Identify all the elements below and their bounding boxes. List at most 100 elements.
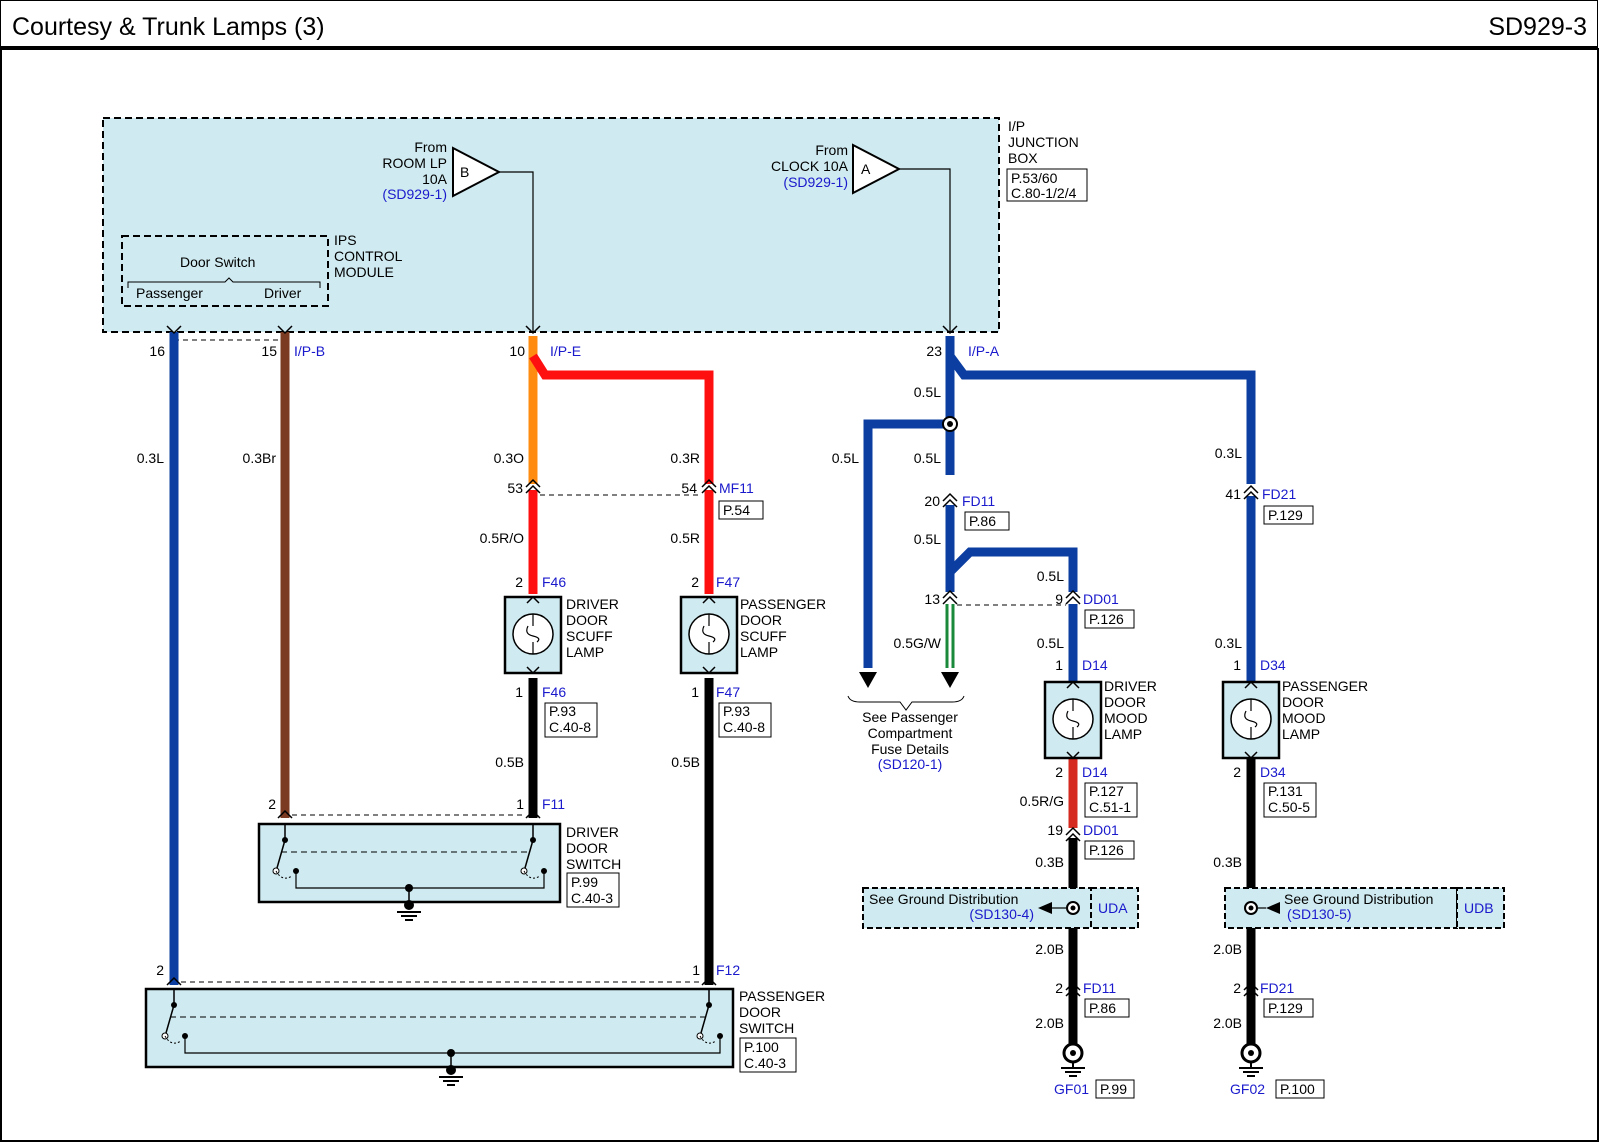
junction-box-label-3: BOX [1008, 150, 1038, 166]
wire-05l-fuse [863, 419, 950, 668]
pin-13: 13 [924, 591, 940, 607]
pin-1-d14: 1 [1055, 657, 1063, 673]
connector-dd01: DD01 [1083, 591, 1119, 607]
wire-label-05gw: 0.5G/W [894, 635, 942, 651]
wire-label-05l-f: 0.5L [1037, 635, 1064, 651]
fuse-brace [847, 695, 965, 711]
connector-f47-bottom: F47 [716, 684, 740, 700]
pin-20: 20 [924, 493, 940, 509]
passenger-scuff-lamp [679, 595, 739, 675]
gf01-ref-box [1095, 1079, 1135, 1099]
source-a-from-1: From [815, 142, 848, 158]
wire-label-03b-b: 0.3B [1213, 854, 1242, 870]
dd01-ref-box-top [1084, 609, 1135, 629]
pin-2-d14: 2 [1055, 764, 1063, 780]
f46-ref-box [544, 702, 598, 738]
passenger-switch-label-3: SWITCH [739, 1020, 794, 1036]
driver-scuff-lamp [503, 595, 563, 675]
wire-label-05l-e: 0.5L [1037, 568, 1064, 584]
ground-gf02-ref: P.100 [1280, 1081, 1315, 1097]
fd21-ref-bottom: P.129 [1268, 1000, 1303, 1016]
door-switch-brace [127, 277, 321, 288]
pin-23: 23 [926, 343, 942, 359]
driver-switch-label-1: DRIVER [566, 824, 619, 840]
d34-ref-1: P.131 [1268, 783, 1303, 799]
fd11-ref: P.86 [969, 513, 996, 529]
fuse-note-3: Fuse Details [871, 741, 949, 757]
fd11-ref-box-bottom [1084, 998, 1130, 1018]
wire-label-20b-a: 2.0B [1035, 941, 1064, 957]
wire-label-05l-b: 0.5L [832, 450, 859, 466]
wire-label-05b-passenger: 0.5B [671, 754, 700, 770]
pin-2-f12: 2 [156, 962, 164, 978]
ground-gf02-symbol [1239, 1042, 1263, 1077]
udb-ref: (SD130-5) [1287, 906, 1352, 922]
driver-switch-ref-box [566, 872, 620, 908]
pin-9: 9 [1055, 591, 1063, 607]
ground-symbol-driver-switch [397, 900, 421, 921]
junction-box-ref-box [1006, 168, 1088, 202]
udb-tag: UDB [1464, 900, 1494, 916]
passenger-switch-ref-1: P.100 [744, 1039, 779, 1055]
gf02-ref-box [1275, 1079, 1325, 1099]
source-b-letter: B [460, 164, 469, 180]
ips-label-3: MODULE [334, 264, 394, 280]
passenger-mood-label-3: MOOD [1282, 710, 1326, 726]
pin-1-f46: 1 [515, 684, 523, 700]
source-a-from-2: CLOCK 10A [771, 158, 849, 174]
pin-2-d34: 2 [1233, 764, 1241, 780]
passenger-switch-ref-box [739, 1037, 797, 1073]
driver-scuff-label-2: DOOR [566, 612, 608, 628]
pin-1-d34: 1 [1233, 657, 1241, 673]
junction-box-label-2: JUNCTION [1008, 134, 1079, 150]
diagram-title: Courtesy & Trunk Lamps (3) [12, 13, 325, 41]
wire-label-05l-a: 0.5L [914, 384, 941, 400]
passenger-scuff-label-2: DOOR [740, 612, 782, 628]
driver-scuff-label-4: LAMP [566, 644, 604, 660]
wire-label-03l-left: 0.3L [137, 450, 164, 466]
udb-text: See Ground Distribution [1284, 891, 1433, 907]
dd01-ref-top: P.126 [1089, 611, 1124, 627]
ips-label-1: IPS [334, 232, 357, 248]
uda-tag-box [1090, 887, 1139, 929]
connector-d34-bottom: D34 [1260, 764, 1286, 780]
ips-control-module [121, 235, 329, 307]
connector-ipb: I/P-B [294, 343, 325, 359]
pin-15: 15 [261, 343, 277, 359]
passenger-switch-ref-2: C.40-3 [744, 1055, 786, 1071]
diagram-code: SD929-3 [1488, 13, 1587, 41]
connector-f46-top: F46 [542, 574, 566, 590]
pin-2-f46: 2 [515, 574, 523, 590]
uda-text: See Ground Distribution [869, 891, 1018, 907]
driver-scuff-label-3: SCUFF [566, 628, 613, 644]
wire-03r [529, 353, 714, 484]
connector-d14-top: D14 [1082, 657, 1108, 673]
passenger-switch-label-2: DOOR [739, 1004, 781, 1020]
pin-53: 53 [507, 480, 523, 496]
wire-label-03l-c: 0.3L [1215, 635, 1242, 651]
fuse-note-2: Compartment [868, 725, 953, 741]
door-switch-label: Door Switch [180, 254, 255, 270]
pin-1-f47: 1 [691, 684, 699, 700]
wire-label-20b-d: 2.0B [1213, 1015, 1242, 1031]
uda-tag: UDA [1098, 900, 1128, 916]
pin-1-f11: 1 [516, 796, 524, 812]
pin-10: 10 [509, 343, 525, 359]
source-a-ref: (SD929-1) [783, 174, 848, 190]
driver-door-switch [257, 822, 562, 904]
wire-label-05r: 0.5R [670, 530, 700, 546]
wire-label-03br: 0.3Br [243, 450, 277, 466]
connector-f47-top: F47 [716, 574, 740, 590]
passenger-scuff-label-1: PASSENGER [740, 596, 826, 612]
ground-gf01-symbol [1061, 1042, 1085, 1077]
d14-ref-box [1084, 782, 1138, 818]
wire-03l-right [946, 353, 1256, 484]
driver-mood-label-3: MOOD [1104, 710, 1148, 726]
udb-arrow [1266, 902, 1280, 914]
passenger-mood-label-4: LAMP [1282, 726, 1320, 742]
wire-05l-dd01 [946, 547, 1078, 592]
dd01-ref-bottom: P.126 [1089, 842, 1124, 858]
source-a-line [899, 168, 951, 332]
